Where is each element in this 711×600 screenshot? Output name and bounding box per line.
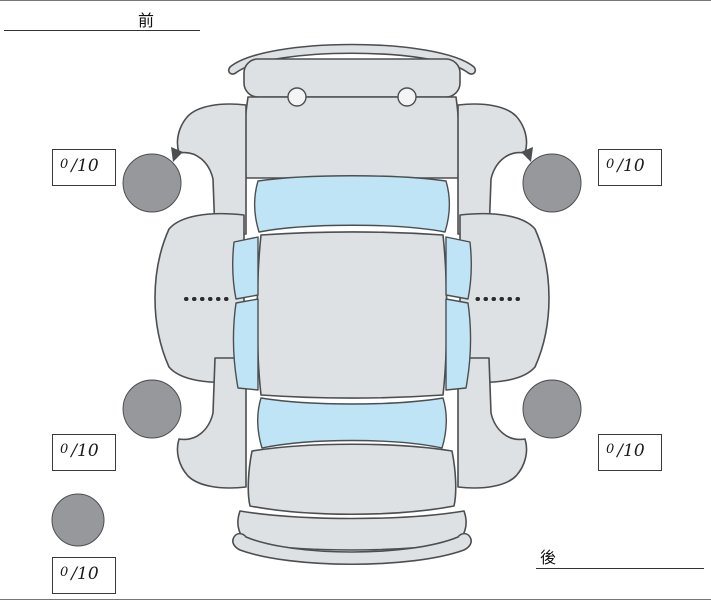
score-box-spare: 0/10 xyxy=(52,557,116,594)
score-value: 0 xyxy=(606,442,615,457)
hood-detail-right xyxy=(397,87,417,107)
rear-label: 後 xyxy=(540,550,558,567)
roof xyxy=(256,231,448,399)
front-bumper-lip xyxy=(227,43,477,75)
score-box-rear-left: 0/10 xyxy=(52,434,116,471)
score-denominator: /10 xyxy=(71,441,99,461)
left-side-mirror xyxy=(171,147,183,162)
score-denominator: /10 xyxy=(71,564,99,584)
score-box-front-left: 0/10 xyxy=(52,149,116,186)
score-value: 0 xyxy=(606,157,615,172)
windshield xyxy=(254,175,450,233)
score-value: 0 xyxy=(60,442,69,457)
front-label-underline xyxy=(4,30,200,31)
car-centerline-parts xyxy=(227,43,477,566)
score-value: 0 xyxy=(60,565,69,580)
score-box-rear-right: 0/10 xyxy=(598,434,662,471)
front-left-door-window xyxy=(231,236,259,300)
front-label: 前 xyxy=(138,13,156,30)
hood xyxy=(243,96,461,179)
score-denominator: /10 xyxy=(617,441,645,461)
rear-window xyxy=(257,397,447,449)
car-right-side-parts xyxy=(444,102,583,490)
front-left-wheel xyxy=(122,153,182,213)
car-left-side-parts xyxy=(122,103,259,489)
spare-tire xyxy=(51,493,105,547)
left-doors xyxy=(154,212,245,384)
rear-label-underline xyxy=(536,568,704,569)
front-bumper xyxy=(243,58,461,98)
front-left-fender xyxy=(176,103,247,235)
score-box-front-right: 0/10 xyxy=(598,149,662,186)
trunk xyxy=(247,443,457,516)
score-denominator: /10 xyxy=(71,156,99,176)
rear-left-door-window xyxy=(232,298,259,391)
rear-bumper-lip xyxy=(232,532,472,566)
score-value: 0 xyxy=(60,157,69,172)
score-denominator: /10 xyxy=(617,156,645,176)
hood-detail-left xyxy=(287,87,307,107)
rear-left-wheel xyxy=(122,379,182,439)
rear-left-fender xyxy=(176,357,247,489)
